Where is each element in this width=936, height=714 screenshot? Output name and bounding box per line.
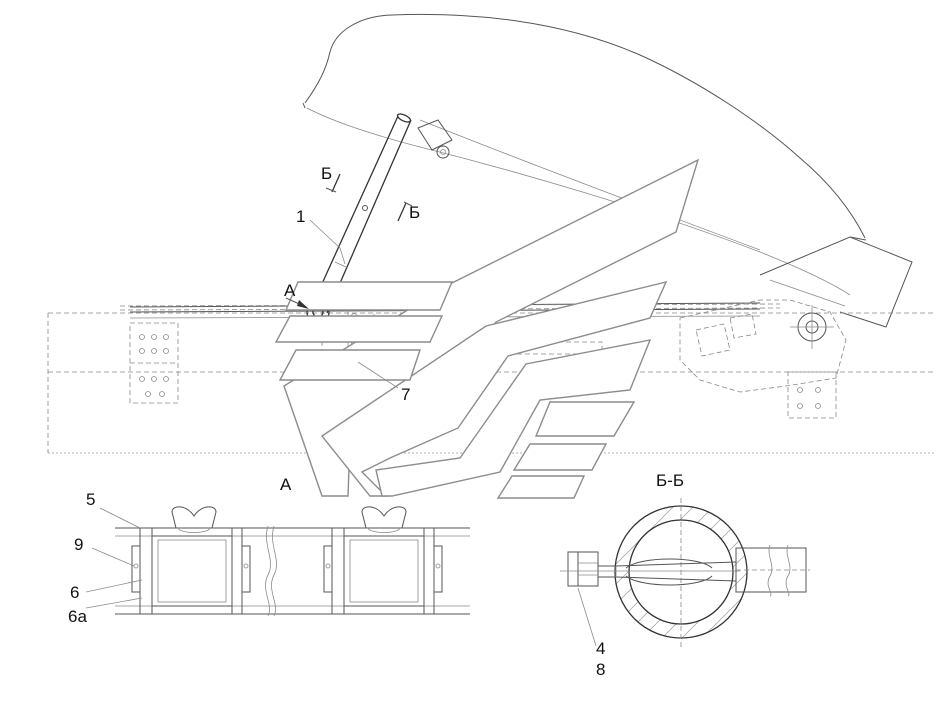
main-view: 1 7 А Б Б xyxy=(47,13,936,499)
hinge-block-right xyxy=(323,506,443,615)
fender-outline xyxy=(302,13,913,328)
part-label-1: 1 xyxy=(296,207,305,226)
view-a: А xyxy=(68,475,470,626)
rod-stub xyxy=(735,544,810,597)
part-label-5: 5 xyxy=(86,490,95,509)
right-bracket xyxy=(679,299,847,419)
pipe-ring xyxy=(614,498,748,648)
part-label-6: 6 xyxy=(70,583,79,602)
leader-lines-main xyxy=(285,173,413,389)
part-label-7: 7 xyxy=(401,385,410,404)
section-bb-title: Б-Б xyxy=(656,471,684,490)
view-a-marker: А xyxy=(284,281,296,300)
section-bb: Б-Б xyxy=(560,471,810,679)
support-rod xyxy=(310,113,412,314)
left-bracket-plate xyxy=(129,322,179,404)
watermark-logo xyxy=(274,158,700,499)
part-label-8: 8 xyxy=(596,660,605,679)
section-mark-right: Б xyxy=(409,203,420,222)
part-label-6a: 6а xyxy=(68,607,87,626)
part-label-4: 4 xyxy=(596,639,605,658)
hinge-block-left xyxy=(131,506,251,615)
view-a-title: А xyxy=(280,475,292,494)
bolt xyxy=(560,551,740,587)
part-label-9: 9 xyxy=(74,535,83,554)
section-mark-top: Б xyxy=(321,164,332,183)
